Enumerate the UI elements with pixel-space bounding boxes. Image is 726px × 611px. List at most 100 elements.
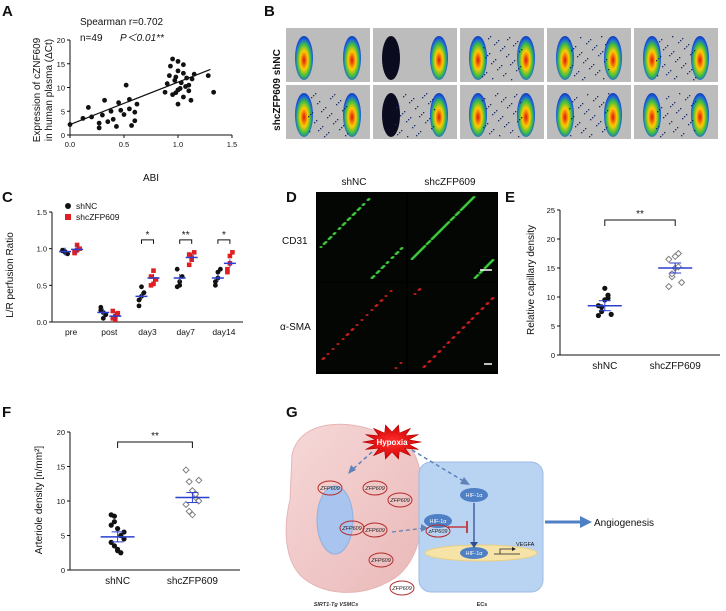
- perfusion-foot-right: [430, 93, 448, 137]
- panel-c-sig-bracket: [141, 239, 154, 244]
- perfusion-speckle: [417, 106, 419, 108]
- panel-c-point-shczfp609: [110, 308, 116, 314]
- perfusion-foot-left: [556, 93, 574, 137]
- panel-label-g: G: [286, 404, 298, 421]
- perfusion-speckle: [670, 70, 672, 72]
- perfusion-speckle: [682, 118, 684, 120]
- perfusion-speckle: [674, 78, 676, 80]
- perfusion-speckle: [327, 117, 329, 119]
- fluorescence-spot: [454, 214, 458, 216]
- perfusion-speckle: [663, 117, 665, 119]
- perfusion-foot-right: [343, 93, 361, 137]
- perfusion-speckle: [494, 44, 496, 46]
- fluorescence-spot: [459, 209, 463, 211]
- perfusion-speckle: [690, 54, 692, 56]
- perfusion-speckle: [670, 106, 672, 108]
- panel-e-point-shnc: [599, 308, 605, 315]
- perfusion-speckle: [336, 104, 338, 106]
- perfusion-speckle: [334, 94, 336, 96]
- perfusion-speckle: [315, 93, 317, 95]
- perfusion-speckle: [688, 124, 690, 126]
- panel-a-y-tick-label: 0: [61, 131, 65, 140]
- zfp609-circle: [362, 480, 388, 496]
- panel-d-immunofluorescence: shNC shcZFP609 CD31 α-SMA: [280, 177, 498, 374]
- panel-a-point: [188, 97, 194, 103]
- zfp609-label: ZFP609: [389, 498, 410, 504]
- perfusion-speckle: [344, 108, 346, 110]
- perfusion-speckle: [513, 45, 515, 47]
- perfusion-speckle: [573, 116, 575, 118]
- perfusion-speckle: [405, 94, 407, 96]
- perfusion-speckle: [504, 126, 506, 128]
- perfusion-speckle: [580, 105, 582, 107]
- perfusion-speckle: [599, 106, 601, 108]
- perfusion-speckle: [588, 109, 590, 111]
- perfusion-speckle: [678, 42, 680, 44]
- perfusion-speckle: [579, 54, 581, 56]
- perfusion-speckle: [500, 50, 502, 52]
- perfusion-speckle: [406, 121, 408, 123]
- perfusion-speckle: [504, 46, 506, 48]
- fluorescence-spot: [356, 209, 360, 211]
- perfusion-speckle: [669, 123, 671, 125]
- panel-e-dot-plot: Relative capillary density 0510152025shN…: [526, 206, 720, 372]
- perfusion-speckle: [505, 97, 507, 99]
- perfusion-speckle: [592, 117, 594, 119]
- fluorescence-spot: [490, 298, 494, 300]
- panel-c-point-shczfp609: [186, 252, 192, 257]
- perfusion-speckle: [607, 42, 609, 44]
- panel-label-f: F: [2, 404, 11, 421]
- panel-c-x-tick-label: day3: [138, 327, 157, 337]
- panel-a-point: [184, 75, 190, 81]
- perfusion-speckle: [659, 41, 661, 43]
- fluorescence-spot: [439, 229, 443, 231]
- arrowhead-vsmc-to-ec: [421, 524, 428, 532]
- perfusion-speckle: [667, 113, 669, 115]
- perfusion-speckle: [575, 126, 577, 128]
- perfusion-speckle: [483, 47, 485, 49]
- panel-a-point: [116, 100, 121, 106]
- perfusion-speckle: [521, 49, 523, 51]
- panel-a-point: [173, 74, 179, 80]
- panel-a-point: [108, 108, 114, 114]
- perfusion-speckle: [337, 119, 339, 121]
- perfusion-foot-right: [604, 93, 622, 137]
- panel-a-point: [100, 112, 105, 118]
- panel-f-point-shczfp609: [195, 476, 203, 484]
- panel-e-point-shnc: [602, 285, 608, 291]
- perfusion-speckle: [608, 69, 610, 71]
- panel-a-point: [105, 119, 111, 125]
- zfp609-circle: [389, 580, 415, 596]
- panel-a-point: [191, 71, 197, 77]
- panel-c-y-tick-label: 1.5: [37, 208, 47, 217]
- fluorescence-spot: [332, 233, 336, 235]
- panel-a-point: [189, 76, 195, 82]
- fluorescence-spot: [361, 204, 365, 206]
- perfusion-speckle: [694, 50, 696, 52]
- perfusion-speckle: [498, 120, 500, 122]
- perfusion-speckle: [593, 64, 595, 66]
- panel-a-ylabel-line1: Expression of cZNF609: [32, 37, 43, 142]
- fluorescence-spot: [322, 243, 326, 245]
- fluorescence-spot: [394, 253, 398, 255]
- panel-a-stat-n: n=49: [80, 33, 103, 44]
- panel-a-point: [186, 82, 192, 88]
- perfusion-speckle: [602, 131, 604, 133]
- perfusion-speckle: [591, 66, 593, 68]
- perfusion-speckle: [396, 107, 398, 109]
- perfusion-speckle: [673, 131, 675, 133]
- perfusion-speckle: [693, 79, 695, 81]
- ec-label: ECs: [477, 602, 488, 608]
- perfusion-speckle: [574, 99, 576, 101]
- perfusion-speckle: [484, 74, 486, 76]
- panel-f-ylabel: Arteriole density [n/mm²]: [34, 446, 45, 555]
- panel-f-point-shnc: [108, 539, 114, 546]
- perfusion-speckle: [678, 110, 680, 112]
- panel-d-col-shczfp609: shcZFP609: [424, 177, 476, 188]
- perfusion-speckle: [323, 109, 325, 111]
- arrow-vsmc-to-ec: [391, 527, 426, 533]
- perfusion-speckle: [677, 59, 679, 61]
- perfusion-speckle: [573, 48, 575, 50]
